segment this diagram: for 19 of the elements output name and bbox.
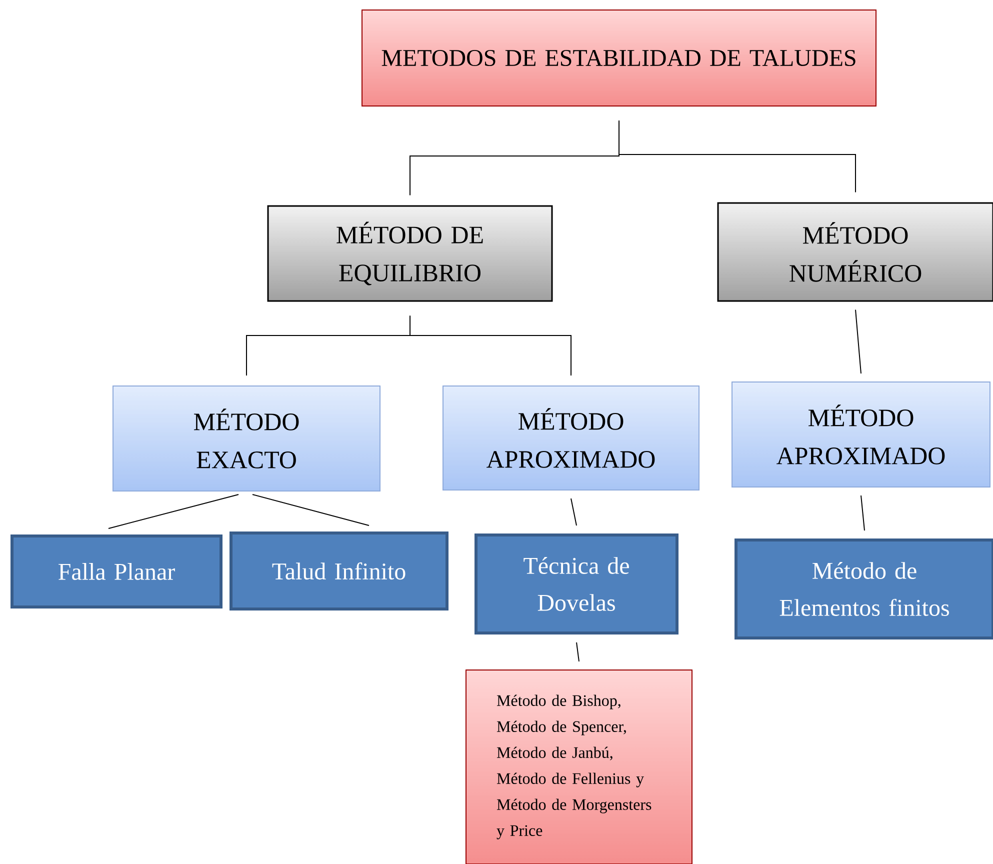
- title-box: METODOS DE ESTABILIDAD DE TALUDES: [362, 10, 876, 106]
- method-box: MÉTODO APROXIMADO: [442, 386, 700, 490]
- technique-box: Talud Infinito: [230, 532, 448, 610]
- connector-line: [855, 309, 862, 374]
- connector-line: [570, 498, 577, 526]
- connector-line: [860, 495, 865, 531]
- method-box: MÉTODO EXACTO: [112, 386, 380, 492]
- technique-box: Falla Planar: [10, 534, 222, 608]
- connector-line: [108, 494, 239, 529]
- connector-line: [410, 315, 572, 376]
- method-box: MÉTODO DE EQUILIBRIO: [267, 205, 553, 302]
- technique-box: Técnica de Dovelas: [474, 534, 678, 634]
- method-box: MÉTODO APROXIMADO: [732, 382, 990, 488]
- connector-line: [252, 494, 370, 526]
- connector-line: [618, 120, 856, 193]
- connector-line: [576, 642, 580, 662]
- methods-list-box: Método de Bishop, Método de Spencer, Método de Janbú, Método de Fellenius y Método de Morgensters y Price: [466, 670, 692, 864]
- technique-box: Método de Elementos finitos: [734, 538, 993, 640]
- method-box: MÉTODO NUMÉRICO: [717, 202, 993, 302]
